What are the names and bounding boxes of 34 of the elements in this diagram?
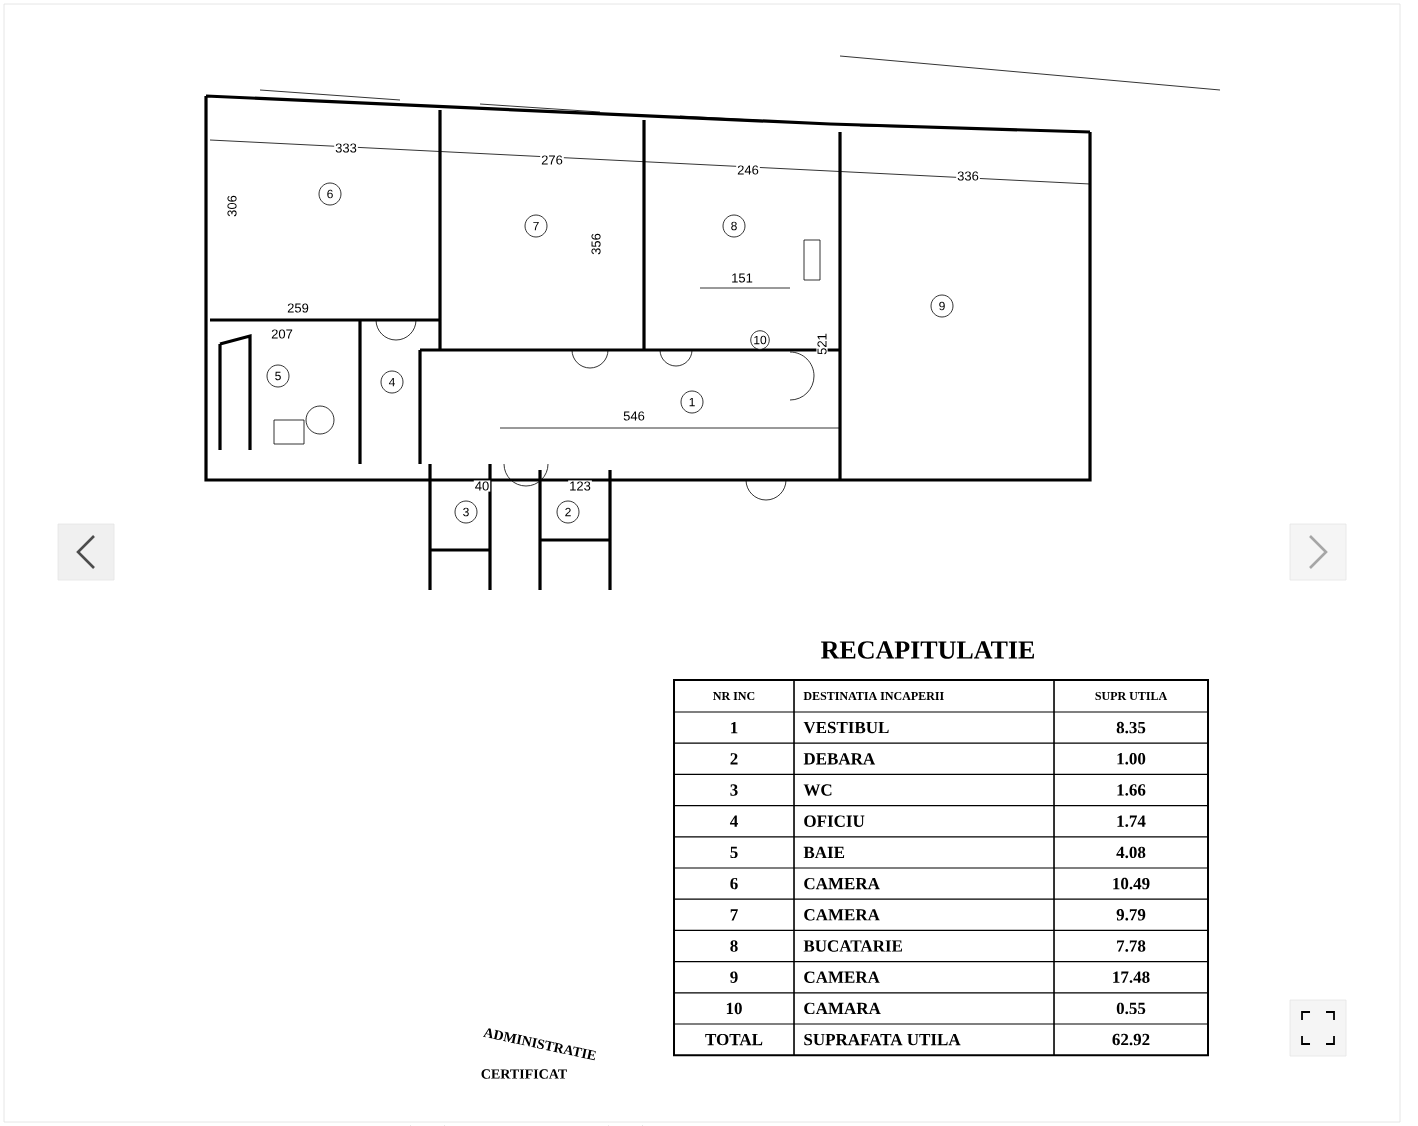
table-cell: 10 [726,1002,742,1015]
table-cell: OFICIU [804,815,865,827]
table-cell: WC [803,784,832,796]
table-cell: 62.92 [1112,1033,1150,1046]
table-cell: 1.66 [1117,784,1146,796]
table-cell: 9.79 [1116,909,1146,921]
table-cell: 4 [730,815,738,827]
table-cell: CAMERA [804,909,880,921]
table-cell: 5 [730,846,738,859]
table-cell: 7.78 [1117,940,1146,952]
table-cell: BAIE [803,846,845,859]
table-cell: VESTIBUL [803,721,889,734]
table-cell: DEBARA [803,753,876,765]
table-cell: 8.35 [1116,721,1146,734]
table-cell: 2 [730,753,738,765]
table-cell: 7 [730,909,738,921]
table-cell: BUCATARIE [803,940,903,952]
table-cell: 1 [731,722,738,734]
table-cell: 17.48 [1113,971,1150,983]
table-cell: 1.00 [1117,753,1146,765]
table-cell: CAMERA [804,877,880,890]
table-title: RECAPITULATIE [821,641,1035,659]
table-cell: TOTAL [705,1033,763,1046]
table-cell: 9 [730,971,738,983]
table-cell: 0.55 [1116,1002,1146,1015]
table-cell: 6 [730,877,738,890]
table-cell: 1.74 [1117,815,1146,827]
table-cell: 8 [730,940,738,952]
table-cell: 4.08 [1116,846,1146,859]
table-cell: SUPRAFATA UTILA [804,1033,961,1046]
table-cell: CAMERA [804,971,880,983]
table-cell: 3 [730,784,738,796]
table-cell: 10.49 [1113,877,1150,890]
table-cell: CAMARA [804,1002,881,1015]
